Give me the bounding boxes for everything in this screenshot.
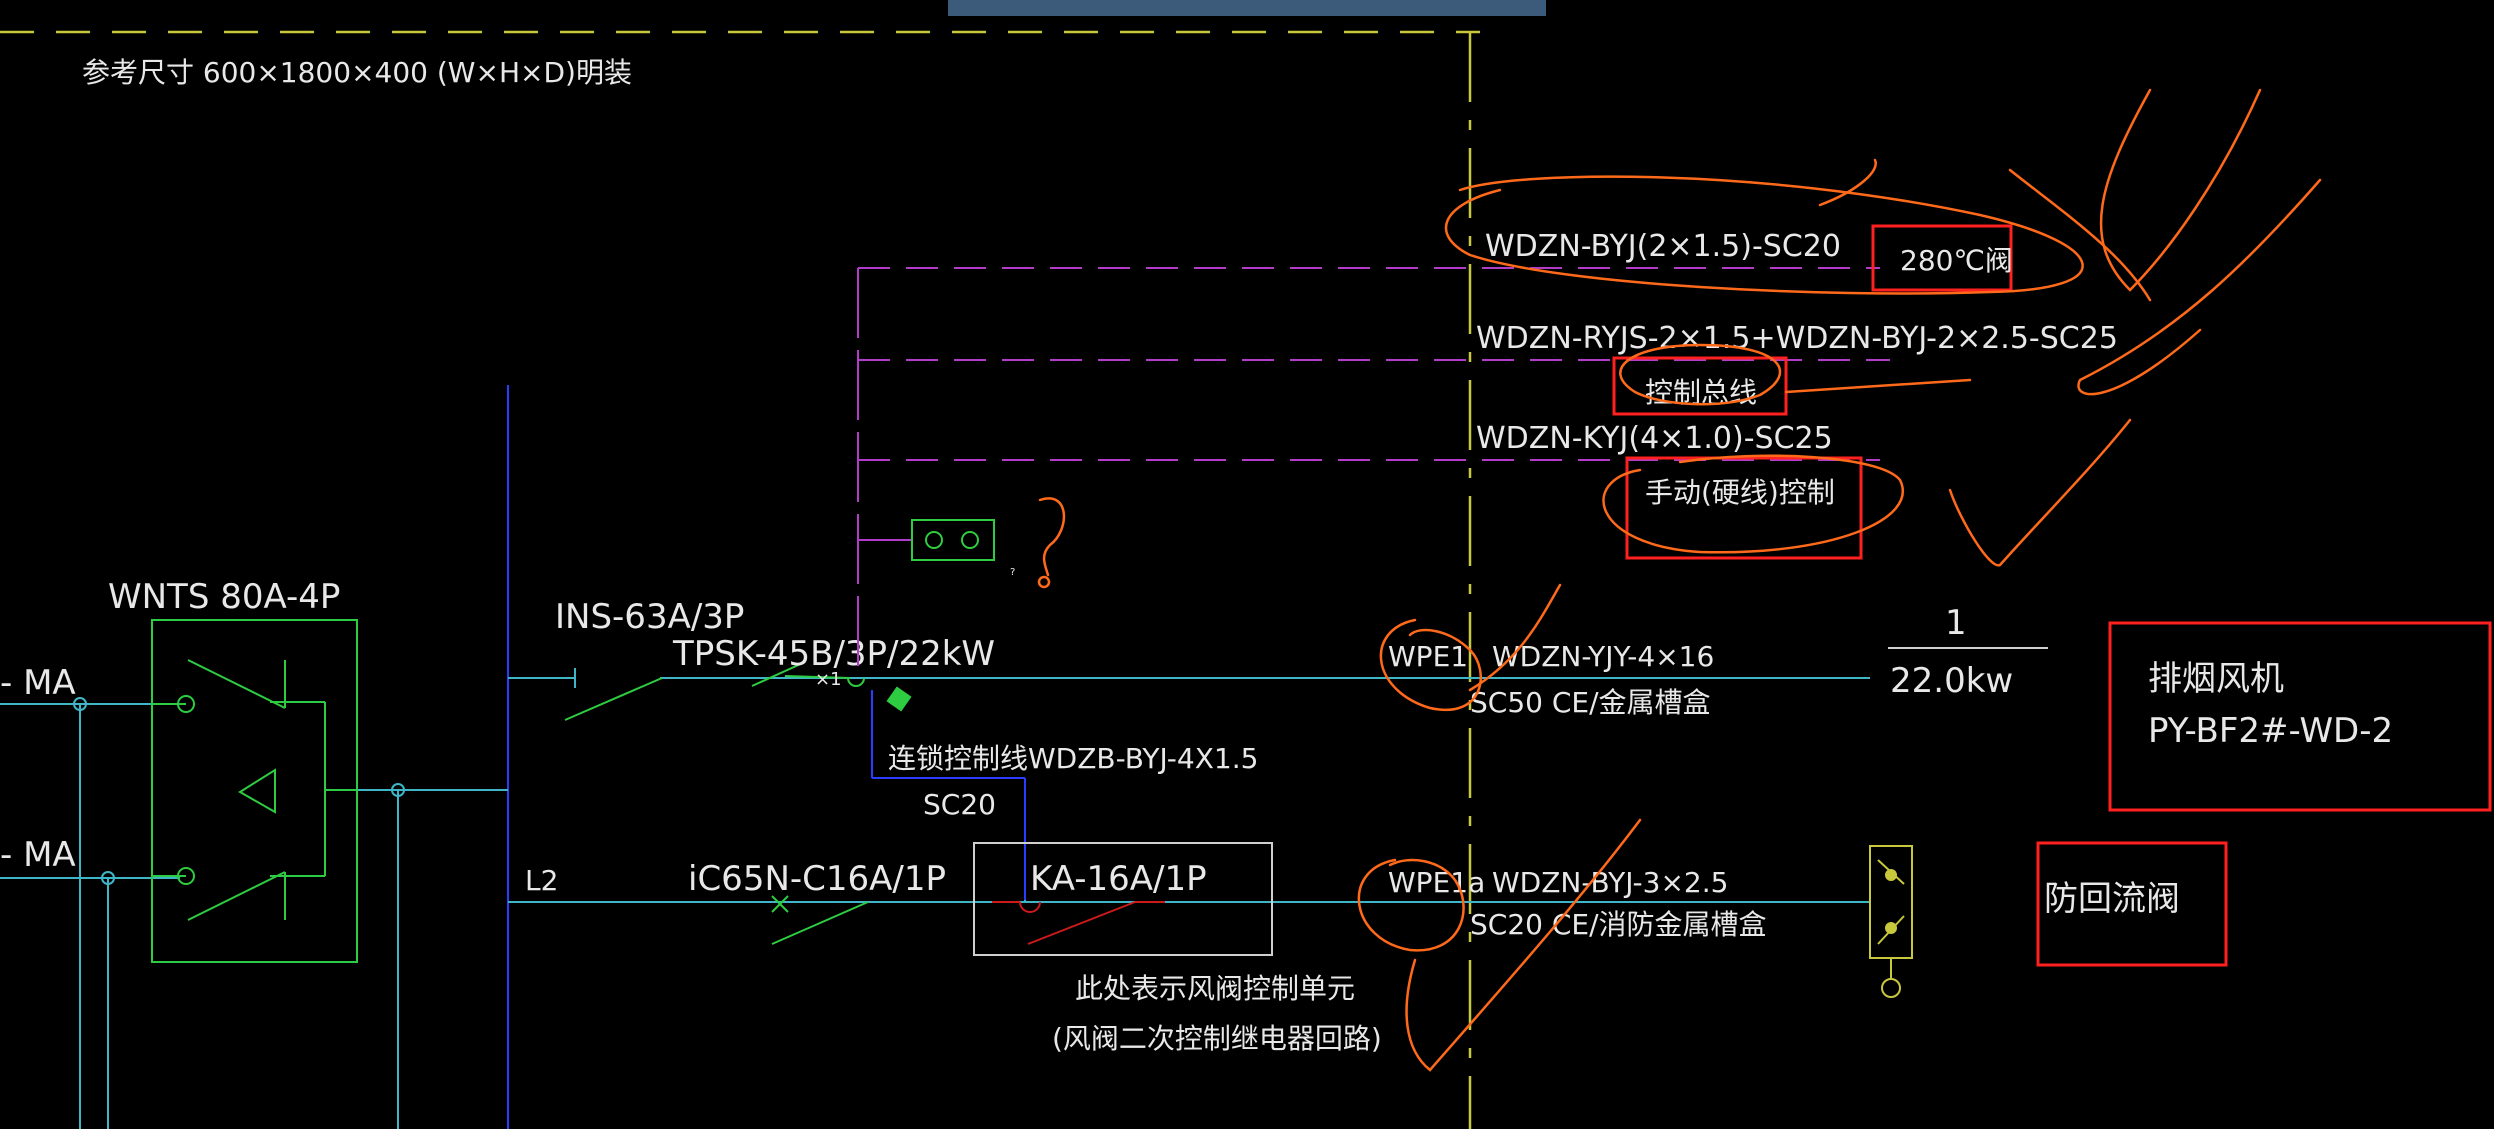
top-banner: [948, 0, 1546, 16]
reference-size-note: 参考尺寸 600×1800×400 (W×H×D)明装: [82, 56, 632, 89]
control-lines: [857, 267, 1890, 670]
wpe1-cable: WDZN-YJY-4×16: [1492, 640, 1714, 673]
control-unit-note-1: 此处表示风阀控制单元: [1075, 972, 1355, 1005]
ats-label: WNTS 80A-4P: [108, 577, 340, 617]
interlock-wire: [871, 690, 1026, 900]
interlock-conduit: SC20: [923, 788, 996, 821]
ka-relay-box[interactable]: [973, 842, 1273, 956]
ka-relay-label: KA-16A/1P: [1030, 859, 1207, 899]
valve-280-label: 280℃阀: [1900, 244, 2013, 277]
ma-label-bottom: - MA: [0, 835, 76, 875]
question-mark: ?: [1010, 567, 1015, 578]
check-valve-label: 防回流阀: [2044, 879, 2180, 919]
wpe1a-conduit: SC20 CE/消防金属槽盒: [1470, 908, 1767, 941]
manual-control-label: 手动(硬线)控制: [1645, 476, 1835, 509]
ats-switch[interactable]: [151, 619, 358, 963]
svg-text:×1: ×1: [815, 669, 842, 690]
interlock-marker: [886, 686, 912, 712]
wpe1-conduit: SC50 CE/金属槽盒: [1470, 686, 1711, 719]
wpe1a-label: WPE1a: [1388, 866, 1485, 899]
wpe1-label: WPE1: [1388, 640, 1468, 673]
cable-label-1: WDZN-BYJ(2×1.5)-SC20: [1485, 229, 1841, 264]
fan-id: PY-BF2#-WD-2: [2148, 711, 2393, 751]
incoming-feeds: [0, 697, 508, 1129]
cable-label-2: WDZN-RYJS-2×1.5+WDZN-BYJ-2×2.5-SC25: [1476, 321, 2118, 356]
orange-handwriting: [1037, 88, 2322, 1072]
load-count: 1: [1945, 603, 1967, 643]
control-terminal[interactable]: [911, 519, 995, 561]
tpsk-breaker[interactable]: ×1: [564, 661, 865, 721]
feeder-line-fan: [508, 668, 1870, 688]
ins-breaker-label: INS-63A/3P: [555, 597, 744, 637]
ic65-breaker-label: iC65N-C16A/1P: [688, 859, 946, 899]
wpe1a-cable: WDZN-BYJ-3×2.5: [1492, 866, 1728, 899]
ma-label-top: - MA: [0, 663, 76, 703]
control-unit-note-2: (风阀二次控制继电器回路): [1052, 1022, 1382, 1055]
load-power: 22.0kw: [1890, 661, 2013, 701]
tpsk-breaker-label: TPSK-45B/3P/22kW: [672, 634, 995, 674]
cable-label-3: WDZN-KYJ(4×1.0)-SC25: [1476, 421, 1833, 456]
interlock-label: 连锁控制线WDZB-BYJ-4X1.5: [888, 742, 1258, 775]
ic65-breaker[interactable]: [771, 895, 869, 945]
l2-label: L2: [525, 864, 558, 897]
check-valve-symbol[interactable]: [1869, 845, 1913, 998]
fan-title: 排烟风机: [2148, 659, 2284, 699]
red-annotation-boxes: [1612, 224, 2492, 967]
